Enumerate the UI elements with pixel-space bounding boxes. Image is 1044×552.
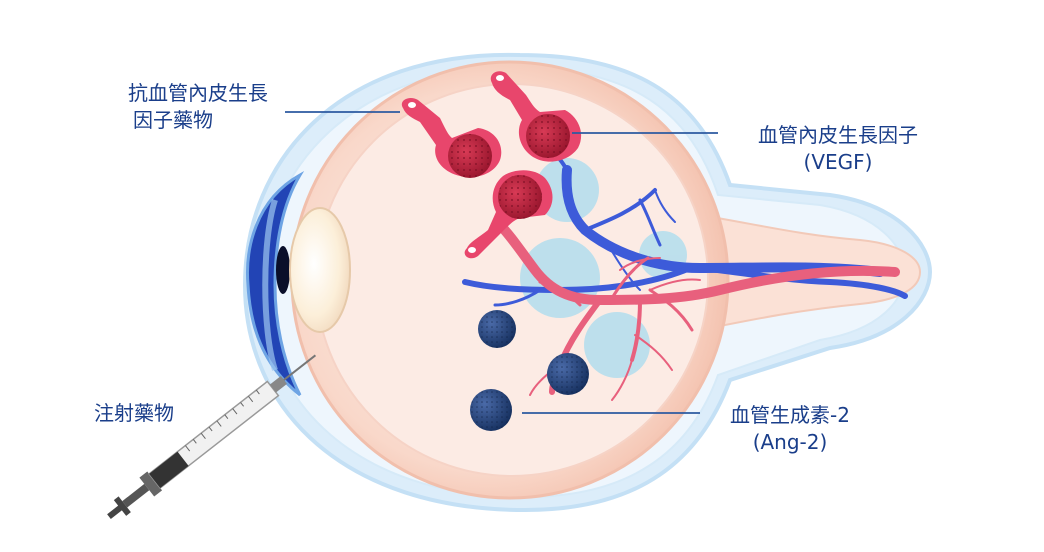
injection-label: 注射藥物 xyxy=(94,400,174,427)
ang2-label-line2: (Ang-2) xyxy=(710,429,870,456)
lens xyxy=(290,208,350,332)
anti-vegf-label-line2: 因子藥物 xyxy=(78,107,268,134)
anti-vegf-label: 抗血管內皮生長 因子藥物 xyxy=(78,80,268,134)
vegf-label: 血管內皮生長因子 (VEGF) xyxy=(728,122,948,176)
injection-label-text: 注射藥物 xyxy=(94,401,174,425)
vegf-label-line1: 血管內皮生長因子 xyxy=(728,122,948,149)
ang2-label-line1: 血管生成素-2 xyxy=(710,402,870,429)
ang2-label: 血管生成素-2 (Ang-2) xyxy=(710,402,870,456)
anti-vegf-label-line1: 抗血管內皮生長 xyxy=(78,80,268,107)
vegf-label-line2: (VEGF) xyxy=(728,149,948,176)
